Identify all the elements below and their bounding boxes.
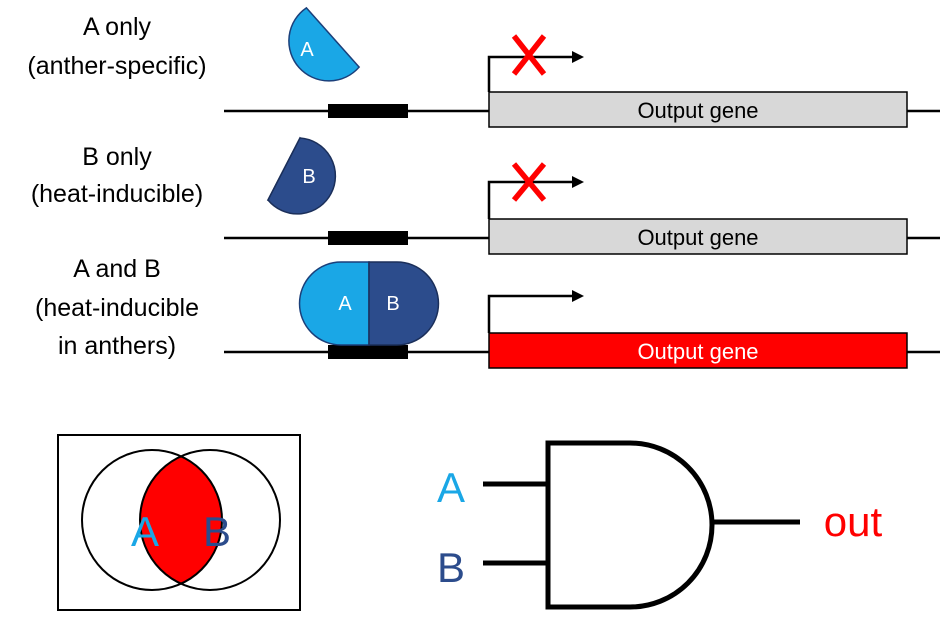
row-a-label-line2: (anther-specific) — [27, 52, 206, 80]
row-a-and-b: A and B (heat-inducible in anthers) Outp… — [35, 255, 940, 369]
row-ab-label-line2: (heat-inducible — [35, 294, 199, 322]
row-b-label-line1: B only — [82, 143, 152, 171]
transcription-start-arrow — [487, 55, 572, 92]
factor-ab-complex: A B — [298, 261, 440, 346]
blocked-x-icon — [511, 162, 547, 202]
row-b-label-line2: (heat-inducible) — [31, 180, 203, 208]
arrow-head-icon — [572, 290, 584, 302]
arrow-head-icon — [572, 51, 584, 63]
promoter-binding-site — [328, 231, 408, 245]
output-gene-label: Output gene — [637, 98, 758, 123]
venn-diagram: A B — [57, 434, 301, 611]
venn-circle-b — [139, 449, 281, 591]
venn-label-a: A — [131, 508, 159, 555]
output-gene-box — [488, 91, 908, 128]
factor-b-label: B — [302, 166, 315, 188]
promoter-binding-site — [328, 345, 408, 359]
row-ab-label-line1: A and B — [73, 255, 161, 283]
transcription-start-arrow — [487, 294, 572, 333]
venn-label-b: B — [203, 508, 231, 555]
row-a-only: A only (anther-specific) Output gene A — [27, 6, 940, 128]
output-gene-box — [488, 218, 908, 255]
output-gene-box-active — [488, 332, 908, 369]
row-a-label-line1: A only — [83, 13, 152, 41]
arrow-head-icon — [572, 176, 584, 188]
promoter-binding-site — [328, 104, 408, 118]
row-b-only: B only (heat-inducible) Output gene B — [31, 136, 940, 255]
factor-b-label: B — [386, 293, 399, 315]
factor-a-label: A — [338, 293, 352, 315]
factor-a-label: A — [300, 39, 314, 61]
output-gene-label: Output gene — [637, 225, 758, 250]
blocked-x-icon — [511, 34, 547, 76]
factor-a-shape: A — [288, 6, 361, 82]
venn-circle-a — [81, 449, 223, 591]
gate-output-label: out — [824, 498, 883, 545]
gate-input-a-label: A — [437, 464, 465, 511]
gate-input-b-label: B — [437, 544, 465, 591]
factor-b-shape: B — [266, 136, 337, 215]
and-gate-body — [545, 440, 715, 610]
transcription-start-arrow — [487, 180, 572, 219]
row-ab-label-line3: in anthers) — [58, 332, 176, 360]
and-gate: A B out — [437, 440, 883, 610]
output-gene-label: Output gene — [637, 339, 758, 364]
venn-intersection — [140, 450, 222, 590]
